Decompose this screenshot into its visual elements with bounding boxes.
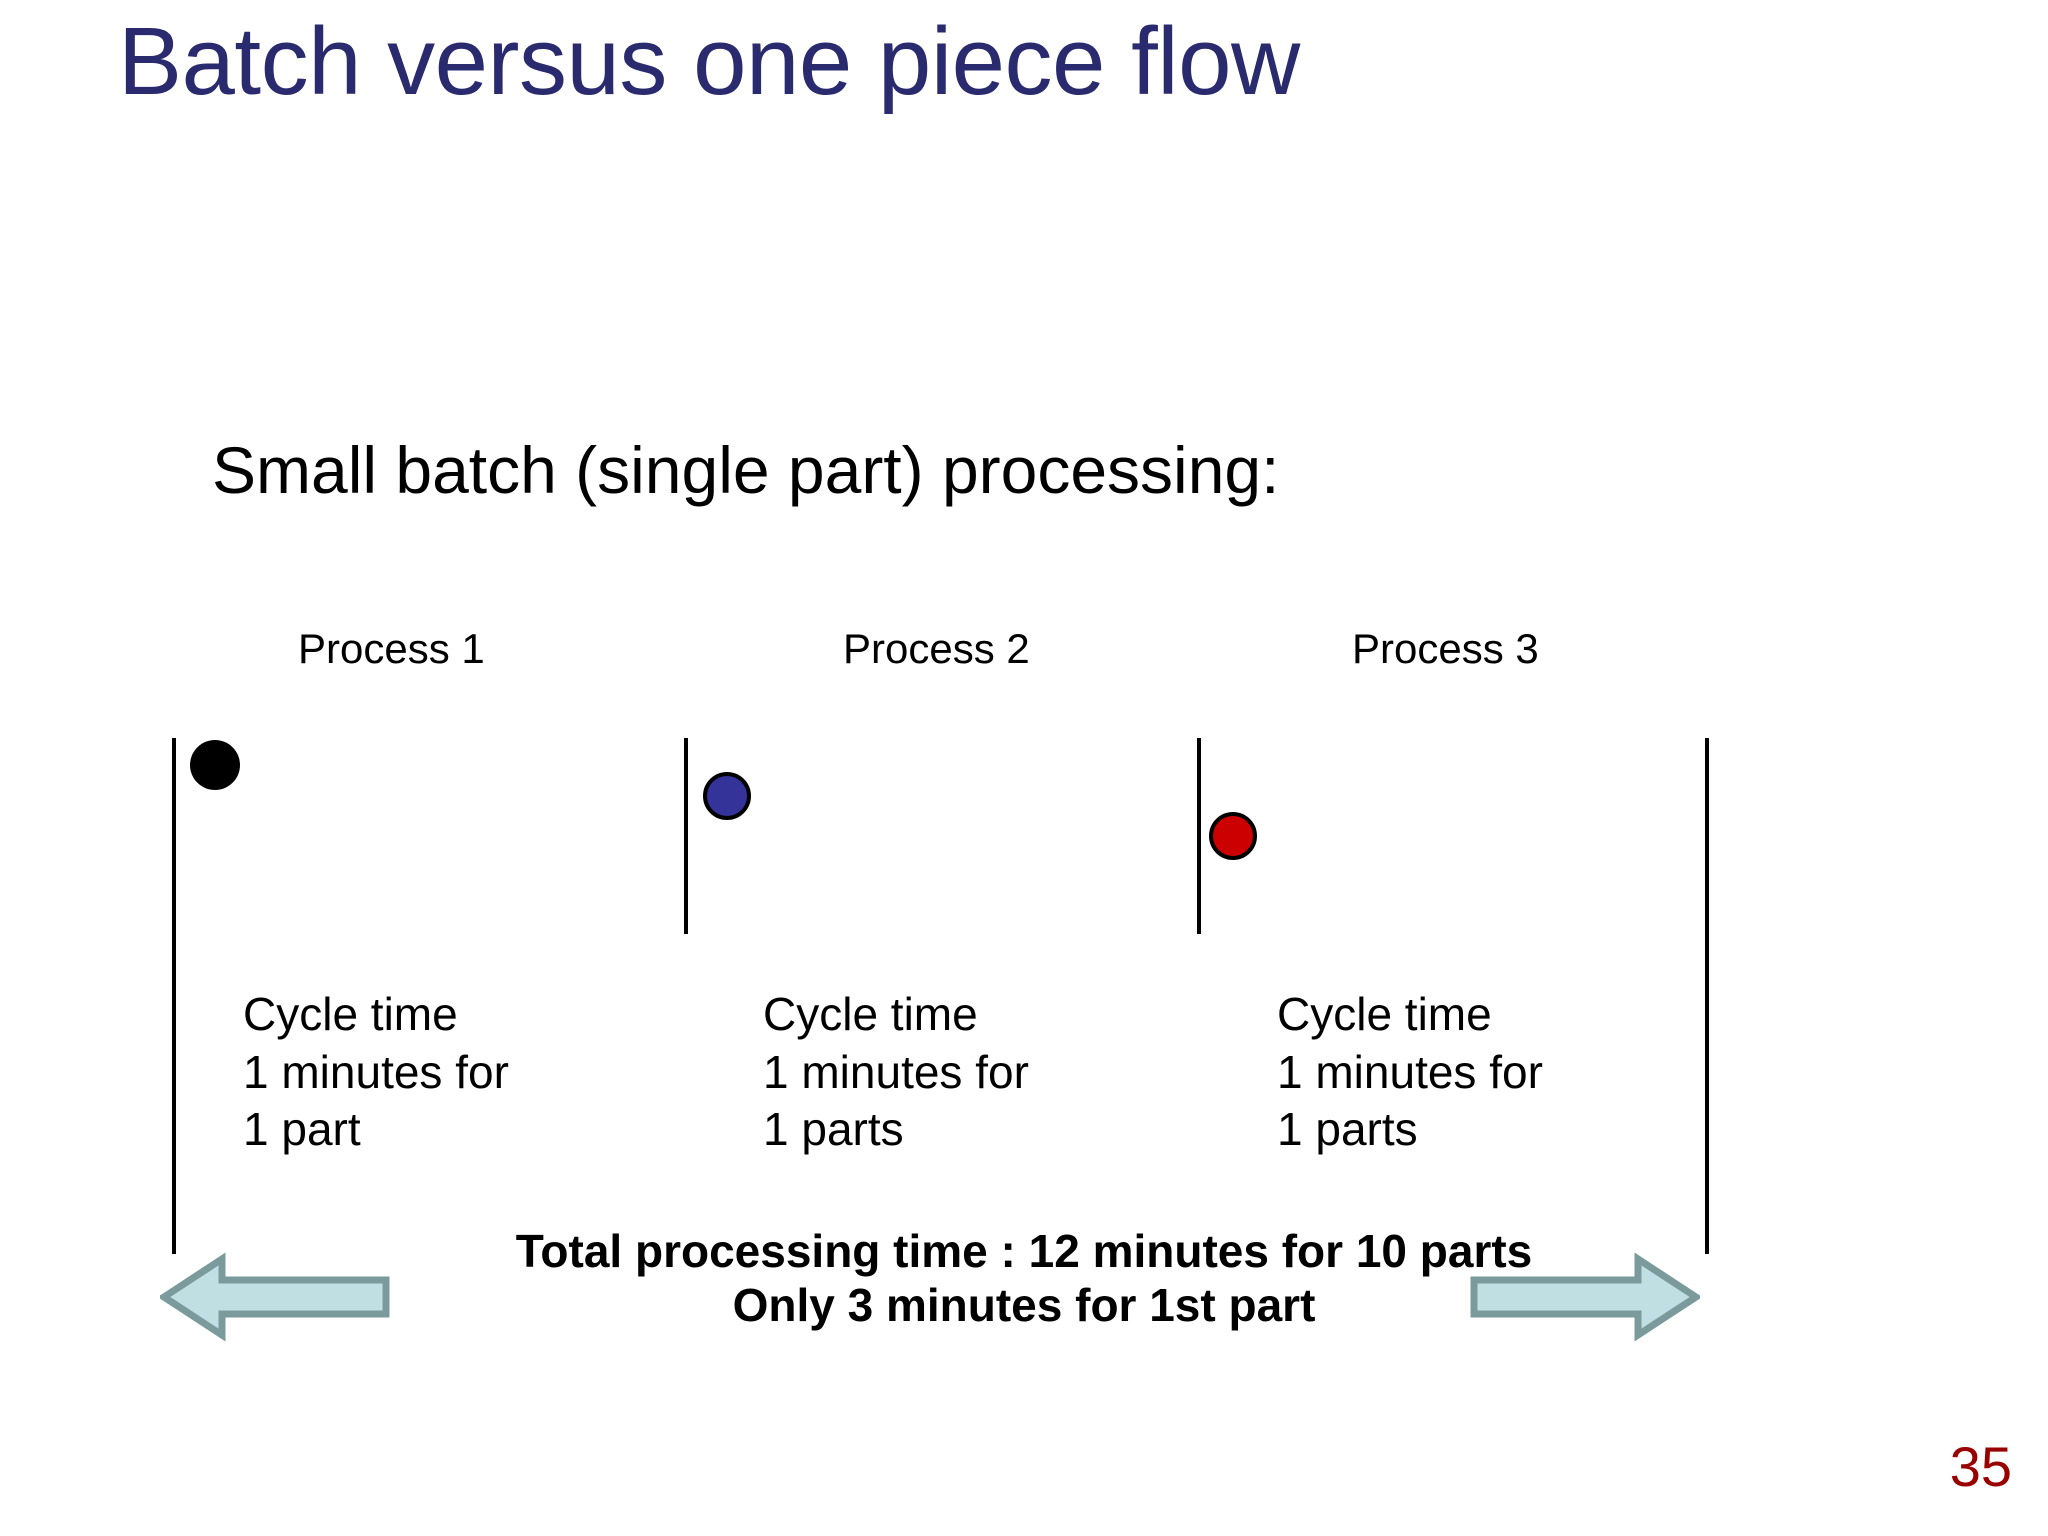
process-divider-line-1	[172, 738, 176, 1254]
cycle-time-duration-2: 1 minutes for	[763, 1045, 1029, 1098]
summary-line-1: Total processing time : 12 minutes for 1…	[515, 1225, 1533, 1277]
cycle-time-heading-1: Cycle time	[243, 988, 458, 1040]
total-processing-summary: Total processing time : 12 minutes for 1…	[0, 1224, 2048, 1333]
blue-dot-icon	[703, 772, 751, 820]
cycle-time-block-2: Cycle time 1 minutes for 1 parts	[763, 986, 1029, 1159]
cycle-time-quantity-2: 1 parts	[763, 1103, 904, 1155]
page-number: 35	[1949, 1435, 2012, 1498]
process-divider-line-3	[1197, 738, 1201, 934]
process-divider-line-2	[684, 738, 688, 934]
process-divider-line-4	[1705, 738, 1709, 1254]
cycle-time-duration-1: 1 minutes for	[243, 1045, 509, 1098]
cycle-time-duration-3: 1 minutes for	[1277, 1045, 1543, 1098]
summary-line-2: Only 3 minutes for 1st part	[732, 1279, 1316, 1332]
cycle-time-block-1: Cycle time 1 minutes for 1 part	[243, 986, 509, 1159]
cycle-time-block-3: Cycle time 1 minutes for 1 parts	[1277, 986, 1543, 1159]
process-label-2: Process 2	[843, 625, 1030, 672]
process-label-3: Process 3	[1352, 625, 1539, 672]
cycle-time-quantity-1: 1 part	[243, 1103, 361, 1155]
process-label-1: Process 1	[298, 625, 485, 672]
subtitle-heading: Small batch (single part) processing:	[212, 433, 1280, 507]
red-dot-icon	[1209, 812, 1257, 860]
cycle-time-heading-3: Cycle time	[1277, 988, 1492, 1040]
black-dot-icon	[190, 740, 240, 790]
flow-arrow-left-icon	[157, 1252, 390, 1347]
cycle-time-quantity-3: 1 parts	[1277, 1103, 1418, 1155]
cycle-time-heading-2: Cycle time	[763, 988, 978, 1040]
flow-arrow-right-icon	[1470, 1252, 1703, 1347]
page-title: Batch versus one piece flow	[118, 8, 1300, 115]
